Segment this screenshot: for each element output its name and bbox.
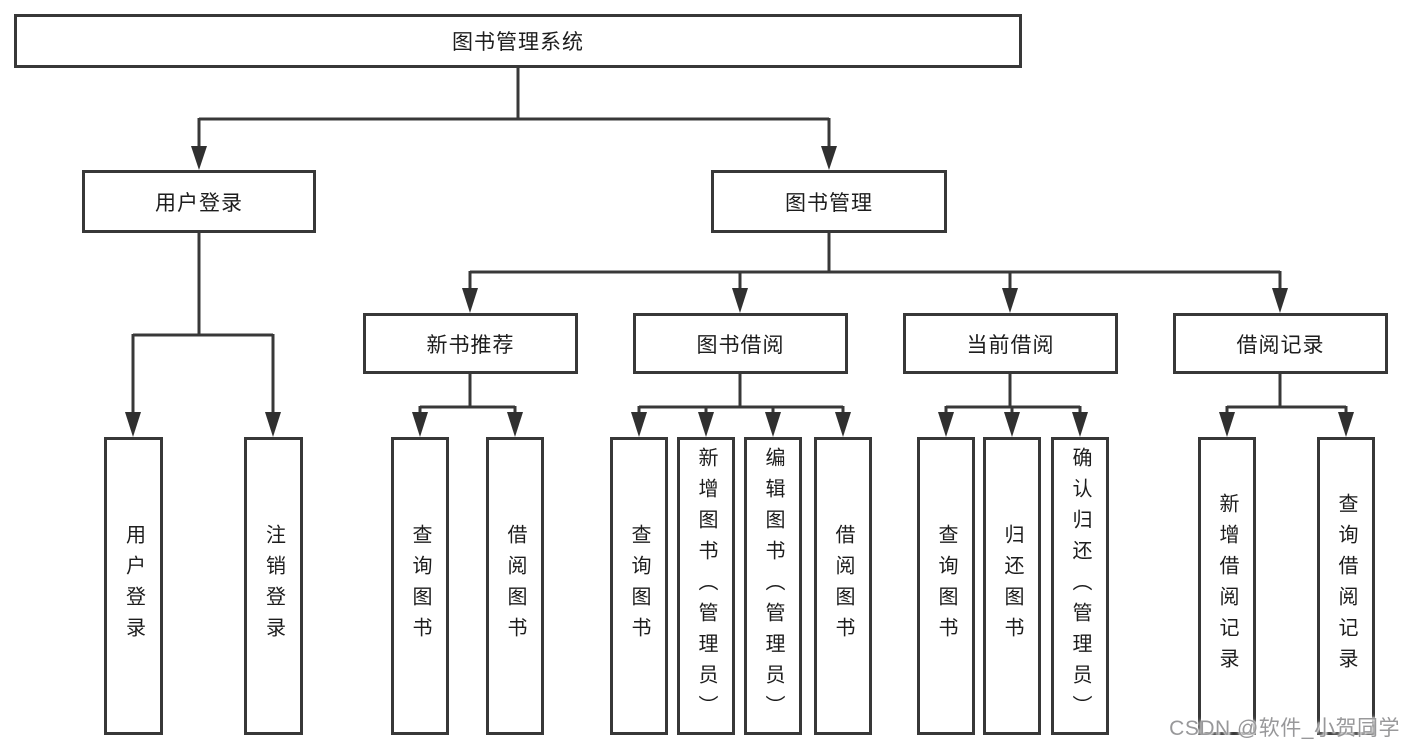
leaf-rec-borrow-book-label: 借阅图书 xyxy=(504,524,526,648)
node-book-mgmt-label: 图书管理 xyxy=(785,191,873,215)
leaf-bb-add-book: 新增图书（管理员） xyxy=(677,437,735,735)
leaf-bb-add-book-label: 新增图书（管理员） xyxy=(695,446,717,726)
leaf-rec-query-book: 查询图书 xyxy=(391,437,449,735)
leaf-br-add-record: 新增借阅记录 xyxy=(1198,437,1256,735)
node-borrow-record-label: 借阅记录 xyxy=(1236,333,1325,357)
leaf-br-query-record-label: 查询借阅记录 xyxy=(1335,493,1357,679)
leaf-cb-query-book-label: 查询图书 xyxy=(935,524,957,648)
leaf-bb-query-book: 查询图书 xyxy=(610,437,668,735)
leaf-bb-edit-book-label: 编辑图书（管理员） xyxy=(762,446,784,726)
node-user-login-label: 用户登录 xyxy=(155,191,243,215)
leaf-br-query-record: 查询借阅记录 xyxy=(1317,437,1375,735)
node-book-borrow: 图书借阅 xyxy=(633,313,848,374)
watermark: CSDN @软件_小贺同学 xyxy=(1169,717,1400,740)
leaf-cb-confirm-return: 确认归还（管理员） xyxy=(1051,437,1109,735)
node-book-mgmt: 图书管理 xyxy=(711,170,947,233)
leaf-rec-borrow-book: 借阅图书 xyxy=(486,437,544,735)
node-root-label: 图书管理系统 xyxy=(452,31,584,54)
node-current-borrow: 当前借阅 xyxy=(903,313,1118,374)
leaf-bb-query-book-label: 查询图书 xyxy=(628,524,650,648)
leaf-bb-borrow-book-label: 借阅图书 xyxy=(832,524,854,648)
leaf-br-add-record-label: 新增借阅记录 xyxy=(1216,493,1238,679)
leaf-cb-return-book-label: 归还图书 xyxy=(1001,524,1023,648)
leaf-bb-borrow-book: 借阅图书 xyxy=(814,437,872,735)
leaf-cb-confirm-return-label: 确认归还（管理员） xyxy=(1069,446,1091,726)
leaf-cb-query-book: 查询图书 xyxy=(917,437,975,735)
leaf-login-label: 用户登录 xyxy=(122,524,145,648)
leaf-login: 用户登录 xyxy=(104,437,163,735)
node-user-login: 用户登录 xyxy=(82,170,316,233)
arrowheads xyxy=(125,146,1354,437)
leaf-rec-query-book-label: 查询图书 xyxy=(409,524,431,648)
node-borrow-record: 借阅记录 xyxy=(1173,313,1388,374)
node-root: 图书管理系统 xyxy=(14,14,1022,68)
node-book-borrow-label: 图书借阅 xyxy=(696,333,785,357)
node-new-book-rec: 新书推荐 xyxy=(363,313,578,374)
leaf-logout: 注销登录 xyxy=(244,437,303,735)
node-current-borrow-label: 当前借阅 xyxy=(966,333,1055,357)
leaf-bb-edit-book: 编辑图书（管理员） xyxy=(744,437,802,735)
leaf-logout-label: 注销登录 xyxy=(262,524,285,648)
leaf-cb-return-book: 归还图书 xyxy=(983,437,1041,735)
node-new-book-rec-label: 新书推荐 xyxy=(426,333,515,357)
